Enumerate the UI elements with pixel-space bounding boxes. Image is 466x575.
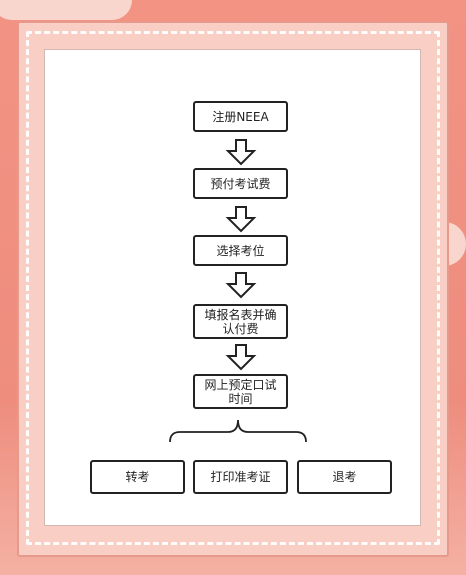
step-fill-form-confirm-payment: 填报名表并确 认付费 bbox=[193, 304, 288, 339]
step-book-speaking-time: 网上预定口试 时间 bbox=[193, 374, 288, 409]
outcome-withdraw-exam: 退考 bbox=[297, 460, 392, 494]
down-arrow-3 bbox=[225, 272, 257, 299]
step-choose-seat: 选择考位 bbox=[193, 235, 288, 266]
cloud-decoration-top bbox=[0, 0, 132, 20]
dashed-border bbox=[26, 31, 440, 545]
down-arrow-4 bbox=[225, 344, 257, 371]
branch-brace bbox=[169, 419, 307, 443]
step-prepay-fee: 预付考试费 bbox=[193, 168, 288, 199]
step-register-neea: 注册NEEA bbox=[193, 101, 288, 132]
down-arrow-2 bbox=[225, 206, 257, 233]
down-arrow-1 bbox=[225, 139, 257, 166]
outcome-print-admission-ticket: 打印准考证 bbox=[193, 460, 288, 494]
outcome-transfer-exam: 转考 bbox=[90, 460, 185, 494]
